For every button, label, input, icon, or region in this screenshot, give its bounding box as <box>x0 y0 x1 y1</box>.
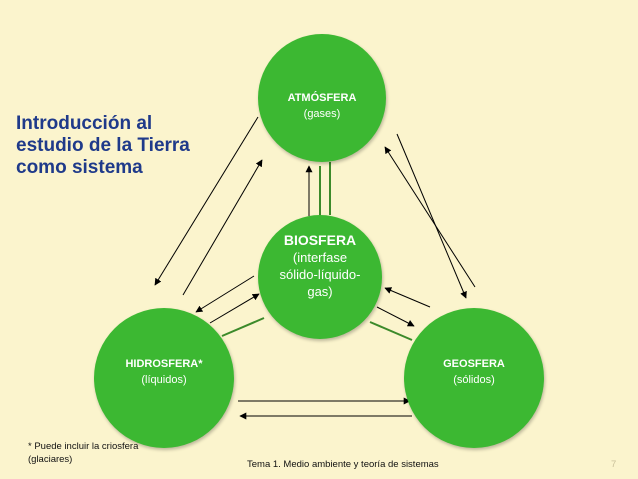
footnote-line-2: (glaciares) <box>28 454 73 465</box>
link-bio-geo-green <box>369 321 413 341</box>
biosfera-node: BIOSFERA (interfase sólido-líquido- gas) <box>258 215 382 339</box>
hidrosfera-name: HIDROSFERA* <box>125 358 203 370</box>
footnote-line-1: * Puede incluir la criosfera <box>28 441 139 452</box>
hidrosfera-sub: (líquidos) <box>141 374 187 386</box>
footer-topic: Tema 1. Medio ambiente y teoría de siste… <box>247 459 439 470</box>
arrow-geo-to-bio <box>384 287 431 308</box>
geosfera-node: GEOSFERA (sólidos) <box>404 308 544 448</box>
title-line-2: estudio de la Tierra <box>16 135 190 156</box>
biosfera-sub-1: (interfase <box>292 250 348 265</box>
atmosfera-node: ATMÓSFERA (gases) <box>258 34 386 162</box>
hidrosfera-node: HIDROSFERA* (líquidos) <box>94 308 234 448</box>
biosfera-sub-3: gas) <box>307 284 333 299</box>
arrow-bio-to-geo <box>376 306 415 327</box>
biosfera-sub-2: sólido-líquido- <box>279 267 361 282</box>
arrow-hidro-to-bio <box>209 293 260 324</box>
biosfera-name: BIOSFERA <box>283 232 357 248</box>
arrow-bio-to-hidro <box>195 275 255 313</box>
link-hidro-bio-green <box>221 317 265 337</box>
arrow-atm-to-hidro <box>154 116 259 286</box>
arrow-atm-to-geo <box>396 133 467 299</box>
footnote: * Puede incluir la criosfera (glaciares) <box>28 440 138 466</box>
geosfera-name: GEOSFERA <box>443 358 505 370</box>
page-number: 7 <box>611 459 617 470</box>
atmosfera-name: ATMÓSFERA <box>287 92 357 104</box>
title-line-3: como sistema <box>16 157 143 178</box>
arrow-hidro-to-atm <box>182 159 263 296</box>
title-line-1: Introducción al <box>16 113 153 134</box>
geosfera-sub: (sólidos) <box>453 374 495 386</box>
arrow-geo-to-atm <box>384 146 476 288</box>
atmosfera-sub: (gases) <box>303 108 341 120</box>
slide-title: Introducción al estudio de la Tierra com… <box>16 113 246 179</box>
